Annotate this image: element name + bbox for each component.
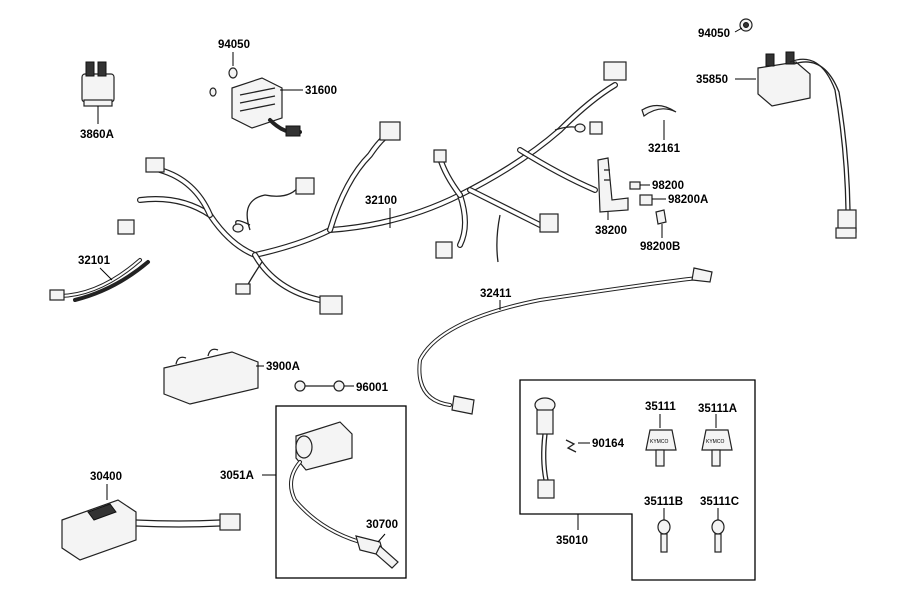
clip-90164 (565, 439, 590, 453)
ignition-coil-3051A (262, 421, 362, 544)
label-38200: 38200 (595, 225, 627, 237)
frame-3051A (275, 405, 407, 579)
relay-3860A (81, 61, 115, 124)
label-30400: 30400 (90, 471, 122, 483)
label-30700: 30700 (366, 519, 398, 531)
label-31600: 31600 (305, 85, 337, 97)
key-35111B (657, 508, 671, 553)
key-brand-35111: KYMCO (650, 439, 668, 445)
label-90164: 90164 (592, 438, 625, 450)
label-32161: 32161 (648, 143, 681, 155)
key-35111A: KYMCO (701, 414, 733, 467)
label-98200: 98200 (652, 180, 684, 192)
label-35850: 35850 (696, 74, 728, 86)
label-35010: 35010 (556, 535, 588, 547)
key-35111C (711, 508, 725, 553)
fuse-clip-98200B (655, 209, 667, 238)
label-3900A: 3900A (266, 361, 300, 373)
label-35111: 35111 (645, 401, 676, 413)
label-35111A: 35111A (698, 403, 737, 415)
label-98200A: 98200A (668, 194, 708, 206)
sub-harness-32101 (49, 258, 150, 302)
label-96001: 96001 (356, 382, 389, 394)
fuse-98200 (629, 181, 650, 190)
label-3860A: 3860A (80, 129, 114, 141)
module-30400 (61, 484, 241, 561)
key-brand-35111A: KYMCO (706, 439, 724, 445)
label-94050-left: 94050 (218, 39, 250, 51)
main-harness-32100 (117, 61, 627, 315)
key-35111: KYMCO (645, 414, 677, 467)
washer-94050-left (209, 52, 238, 97)
cable-32411 (417, 267, 713, 415)
frame-35010 (519, 379, 756, 581)
starter-relay-35850 (735, 51, 857, 239)
label-98200B: 98200B (640, 241, 680, 253)
label-94050-right: 94050 (698, 28, 730, 40)
nut-94050-right (734, 18, 753, 33)
fuse-holder-98200A (639, 194, 666, 206)
band-32161 (641, 104, 677, 140)
spark-plug-cap-30700 (355, 533, 399, 569)
bolt-96001 (294, 380, 354, 392)
label-35111B: 35111B (644, 496, 683, 508)
label-35111C: 35111C (700, 496, 739, 508)
cdi-3900A (163, 348, 264, 405)
regulator-31600 (231, 77, 303, 137)
label-32101: 32101 (78, 255, 111, 267)
ignition-switch-35010 (534, 397, 579, 530)
label-32100: 32100 (365, 195, 397, 207)
label-32411: 32411 (480, 288, 512, 300)
fuse-box-38200 (597, 157, 629, 220)
label-3051A: 3051A (220, 470, 254, 482)
